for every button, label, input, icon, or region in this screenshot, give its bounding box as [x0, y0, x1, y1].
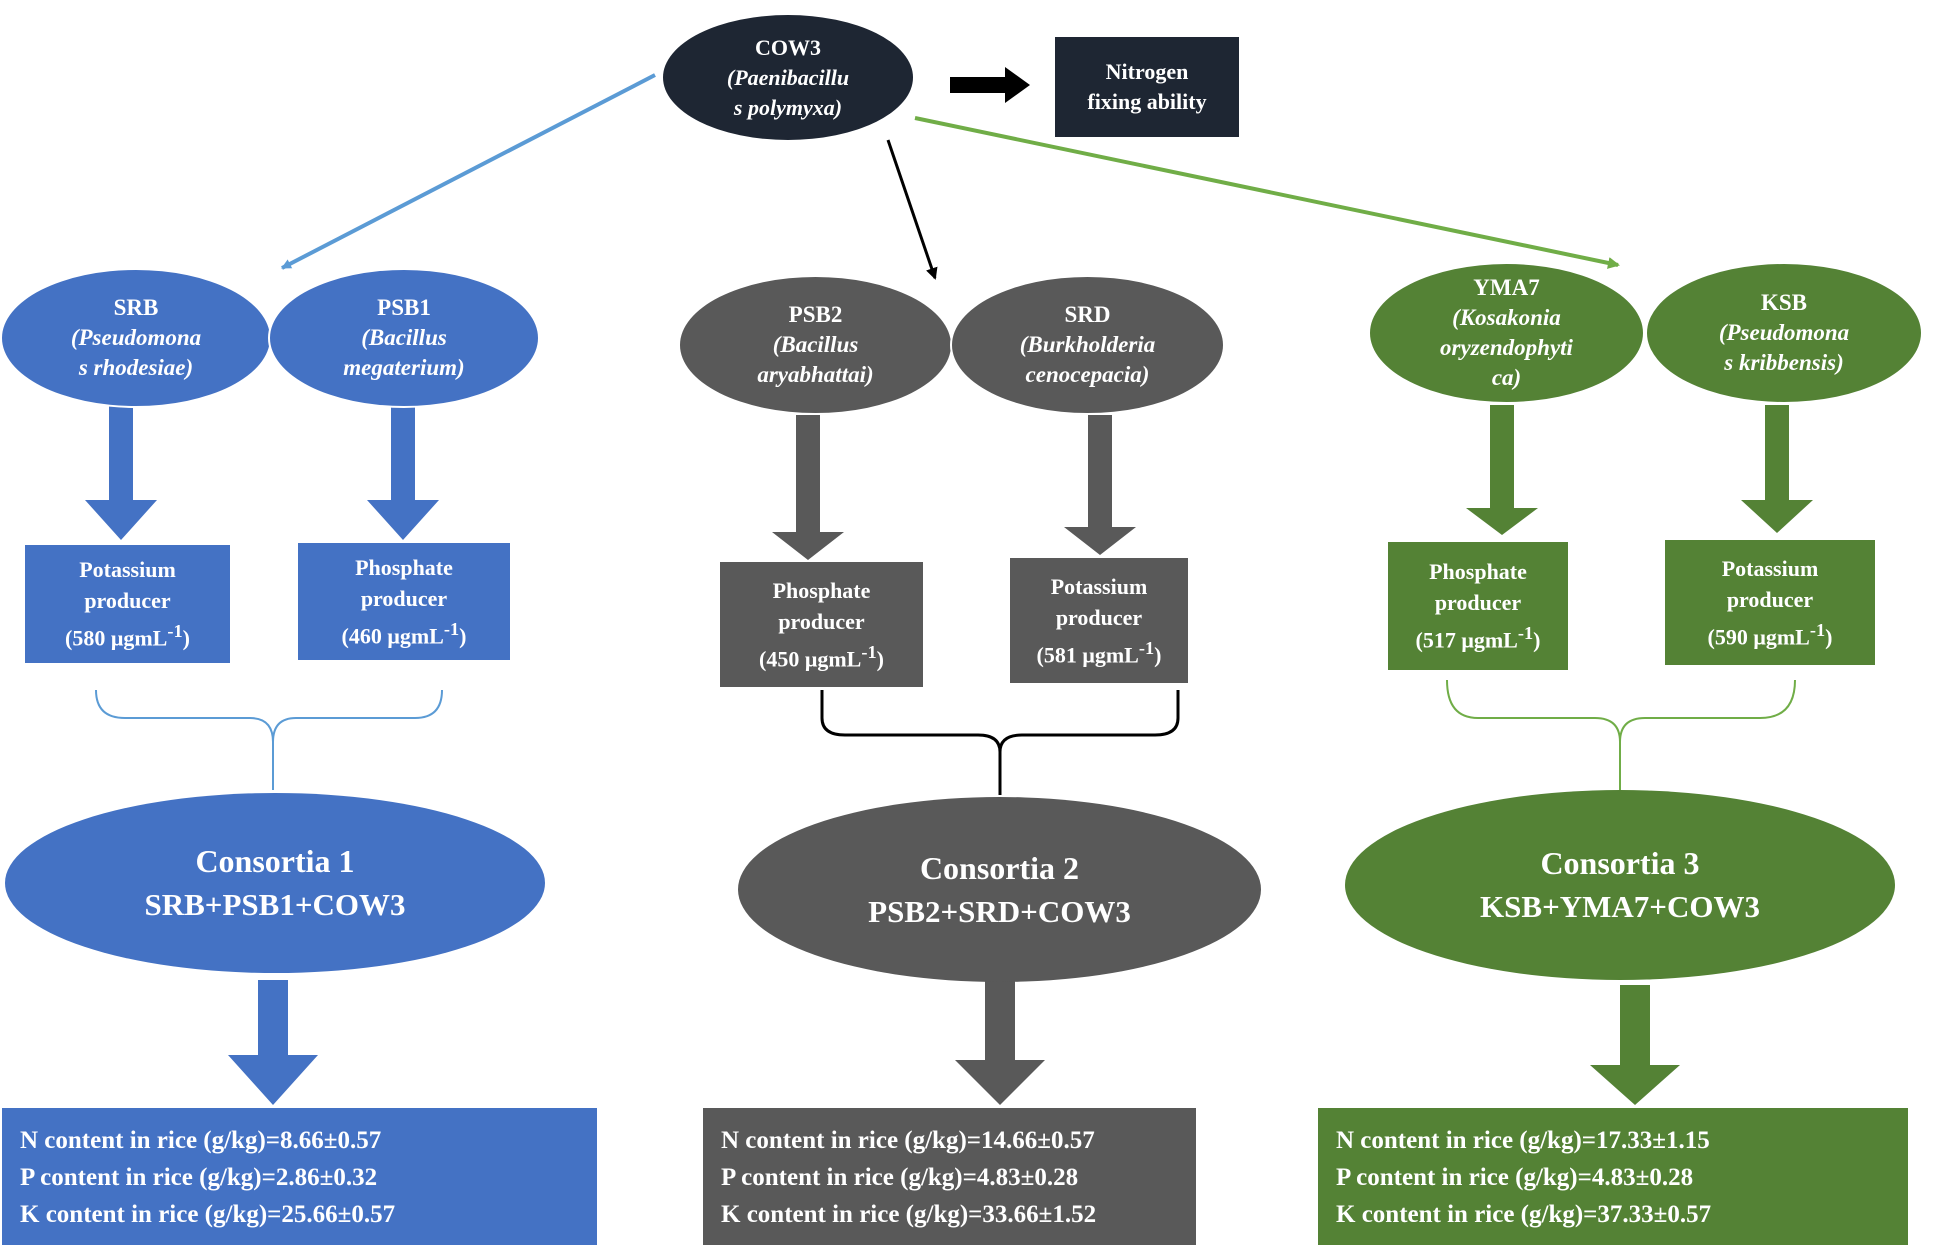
consortium-members: PSB2+SRD+COW3: [868, 893, 1131, 929]
srd-node: SRD (Burkholderia cenocepacia): [950, 275, 1225, 415]
producer-amount: (517 μgmL-1): [1415, 623, 1541, 653]
producer-line2: producer: [84, 588, 171, 614]
bacterium-species: (Pseudomona: [70, 325, 202, 350]
bacterium-name: PSB2: [788, 302, 843, 327]
potassium-producer-box: Potassium producer (590 μgmL-1): [1665, 540, 1875, 665]
consortium-members: SRB+PSB1+COW3: [144, 887, 406, 922]
consortium-title: Consortia 1: [195, 843, 355, 879]
cow3-species-line1: (Paenibacillu: [726, 64, 850, 90]
cow3-species-line2: s polymyxa): [733, 94, 843, 120]
bacterium-species: s rhodesiae): [78, 355, 194, 380]
producer-line2: producer: [1726, 586, 1814, 612]
n-content: N content in rice (g/kg)=8.66±0.57: [20, 1127, 382, 1154]
bacterium-species: (Kosakonia: [1452, 305, 1561, 330]
bacterium-name: KSB: [1760, 290, 1808, 315]
p-content: P content in rice (g/kg)=4.83±0.28: [721, 1164, 1079, 1191]
producer-amount: (590 μgmL-1): [1707, 619, 1833, 650]
brace-consortia1: [95, 689, 443, 790]
consortia3-results-box: N content in rice (g/kg)=17.33±1.15 P co…: [1318, 1108, 1908, 1245]
k-content: K content in rice (g/kg)=33.66±1.52: [721, 1201, 1097, 1228]
potassium-producer-box: Potassium producer (580 μgmL-1): [25, 545, 230, 663]
n-content: N content in rice (g/kg)=14.66±0.57: [721, 1127, 1095, 1154]
producer-line1: Potassium: [1050, 573, 1148, 599]
consortia3-node: Consortia 3 KSB+YMA7+COW3: [1345, 790, 1895, 980]
producer-line1: Phosphate: [355, 554, 453, 580]
root-to-consortia1-arrow: [281, 73, 656, 270]
p-content: P content in rice (g/kg)=4.83±0.28: [1336, 1164, 1694, 1191]
nitrogen-line1: Nitrogen: [1105, 59, 1189, 84]
block-arrow: [367, 405, 439, 540]
bacterium-species: (Burkholderia: [1019, 332, 1156, 357]
producer-line2: producer: [1434, 590, 1522, 616]
n-content: N content in rice (g/kg)=17.33±1.15: [1336, 1127, 1710, 1154]
consortia1-node: Consortia 1 SRB+PSB1+COW3: [5, 793, 545, 973]
bacterium-name: PSB1: [377, 295, 431, 320]
bacterium-species: megaterium): [343, 355, 465, 380]
consortium-members: KSB+YMA7+COW3: [1480, 889, 1760, 924]
bacterium-species: cenocepacia): [1025, 362, 1150, 387]
producer-line1: Phosphate: [772, 577, 871, 603]
bacterium-name: SRB: [113, 295, 159, 320]
p-content: P content in rice (g/kg)=2.86±0.32: [20, 1164, 378, 1191]
srb-node: SRB (Pseudomona s rhodesiae): [0, 268, 272, 408]
producer-line2: producer: [1055, 604, 1143, 630]
psb1-node: PSB1 (Bacillus megaterium): [268, 268, 540, 408]
bacterium-species: oryzendophyti: [1440, 335, 1573, 360]
bacterium-species: s kribbensis): [1724, 350, 1844, 375]
bacterium-species: ca): [1491, 365, 1522, 390]
yma7-node: YMA7 (Kosakonia oryzendophyti ca): [1368, 262, 1645, 404]
bacterium-species: (Pseudomona: [1718, 320, 1850, 345]
producer-amount: (460 μgmL-1): [341, 618, 467, 649]
block-arrow: [955, 980, 1045, 1105]
consortium-title: Consortia 2: [919, 849, 1080, 886]
consortia2-node: Consortia 2 PSB2+SRD+COW3: [738, 797, 1261, 982]
bacterium-species: aryabhattai): [757, 362, 874, 387]
phosphate-producer-box: Phosphate producer (450 μgmL-1): [720, 562, 923, 687]
nitrogen-line2: fixing ability: [1087, 89, 1207, 114]
producer-amount: (581 μgmL-1): [1036, 637, 1162, 668]
block-arrow: [1466, 405, 1538, 535]
nitrogen-fixing-box: Nitrogen fixing ability: [1055, 37, 1239, 137]
k-content: K content in rice (g/kg)=25.66±0.57: [20, 1201, 396, 1228]
producer-amount: (450 μgmL-1): [759, 641, 884, 672]
block-arrow: [1590, 985, 1680, 1105]
potassium-producer-box: Potassium producer (581 μgmL-1): [1010, 558, 1188, 683]
root-to-consortia2-arrow: [886, 139, 938, 280]
block-arrow: [85, 405, 157, 540]
block-arrow: [772, 415, 844, 560]
block-arrow: [1064, 415, 1136, 555]
consortia1-results-box: N content in rice (g/kg)=8.66±0.57 P con…: [2, 1108, 597, 1245]
block-arrow: [228, 980, 318, 1105]
ksb-node: KSB (Pseudomona s kribbensis): [1645, 262, 1923, 404]
producer-line1: Phosphate: [1429, 559, 1527, 585]
bacterium-name: SRD: [1064, 302, 1111, 327]
brace-consortia3: [1446, 679, 1796, 790]
cow3-name: COW3: [755, 34, 821, 60]
cow3-node: COW3 (Paenibacillu s polymyxa): [663, 15, 913, 140]
producer-line2: producer: [778, 608, 865, 634]
producer-line1: Potassium: [79, 557, 176, 583]
producer-line2: producer: [360, 585, 448, 611]
consortium-title: Consortia 3: [1540, 845, 1700, 881]
producer-amount: (580 μgmL-1): [65, 621, 190, 651]
consortia2-results-box: N content in rice (g/kg)=14.66±0.57 P co…: [703, 1108, 1196, 1245]
brace-consortia2: [820, 690, 1180, 795]
psb2-node: PSB2 (Bacillus aryabhattai): [678, 275, 953, 415]
phosphate-producer-box: Phosphate producer (517 μgmL-1): [1388, 542, 1568, 670]
phosphate-producer-box: Phosphate producer (460 μgmL-1): [298, 543, 510, 660]
block-arrow: [1741, 405, 1813, 533]
nitrogen-arrow: [950, 67, 1030, 103]
producer-line1: Potassium: [1721, 555, 1819, 581]
bacterium-name: YMA7: [1473, 275, 1540, 300]
root-to-consortia3-arrow: [914, 116, 1620, 269]
k-content: K content in rice (g/kg)=37.33±0.57: [1336, 1201, 1712, 1228]
bacterium-species: (Bacillus: [361, 325, 447, 350]
bacterium-species: (Bacillus: [772, 332, 859, 357]
